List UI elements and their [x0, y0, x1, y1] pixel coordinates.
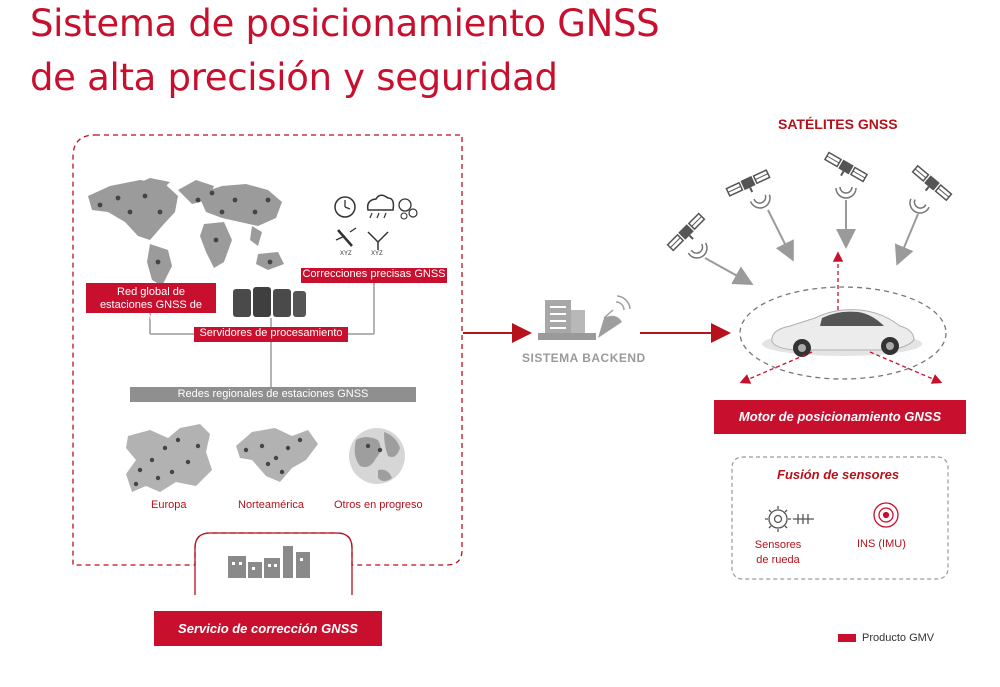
servers-icon	[233, 287, 306, 317]
region-others-label: Otros en progreso	[334, 499, 423, 511]
correction-service-boundary	[72, 134, 463, 566]
imu-icon	[873, 502, 899, 528]
factory-icon	[228, 546, 310, 578]
satellite-icon-4	[907, 164, 954, 206]
title-line-2: de alta precisión y seguridad	[30, 56, 558, 99]
backend-building-icon	[538, 295, 631, 340]
satellite-signal-4	[905, 197, 931, 218]
sensor-fusion-box	[731, 456, 949, 580]
ionosphere-icon	[398, 198, 418, 220]
europe-map-icon	[126, 424, 212, 492]
legend-swatch	[838, 634, 856, 642]
precise-corrections-label: Correcciones precisas GNSS	[301, 268, 447, 283]
processing-servers-label: Servidores de procesamiento	[194, 327, 348, 342]
factory-box	[194, 532, 353, 595]
connector-lines	[149, 283, 375, 387]
car-icon	[762, 309, 922, 357]
north-america-map-icon	[236, 428, 318, 482]
correction-service-label: Servicio de corrección GNSS	[154, 611, 382, 646]
title-line-1: Sistema de posicionamiento GNSS	[30, 2, 660, 45]
station-markers	[97, 190, 273, 265]
globe-icon	[349, 428, 405, 484]
satellite-orbit-icon	[335, 227, 357, 247]
clock-icon	[334, 196, 356, 218]
xyz-caption-1: XYZ	[340, 251, 352, 257]
positioning-ellipse	[739, 286, 947, 380]
world-map-icon	[88, 178, 284, 286]
sensor-fusion-title: Fusión de sensores	[777, 467, 900, 482]
backend-label: SISTEMA BACKEND	[522, 351, 646, 365]
engine-output-arrows	[739, 251, 943, 384]
satellite-signal-arrows	[704, 200, 919, 285]
weather-cloud-icon	[366, 194, 395, 219]
global-network-label: Red global de estaciones GNSS de GMV	[86, 283, 216, 324]
satellites-label: SATÉLITES GNSS	[778, 116, 898, 132]
wheel-sensors-label: Sensores de rueda	[754, 539, 802, 566]
engine-label: Motor de posicionamiento GNSS	[714, 400, 966, 434]
satellite-signal-2	[749, 192, 774, 212]
ins-label: INS (IMU)	[857, 538, 906, 550]
gear-icon	[765, 506, 814, 532]
legend-label: Producto GMV	[862, 632, 935, 644]
regional-networks-bar: Redes regionales de estaciones GNSS	[130, 387, 416, 402]
region-north-america-label: Norteamérica	[238, 499, 305, 511]
satellite-signal-3	[835, 186, 857, 199]
satellite-icon-3	[820, 150, 869, 188]
region-europe-label: Europa	[151, 499, 187, 511]
xyz-caption-2: XYZ	[371, 251, 383, 257]
antenna-icon	[367, 231, 389, 250]
